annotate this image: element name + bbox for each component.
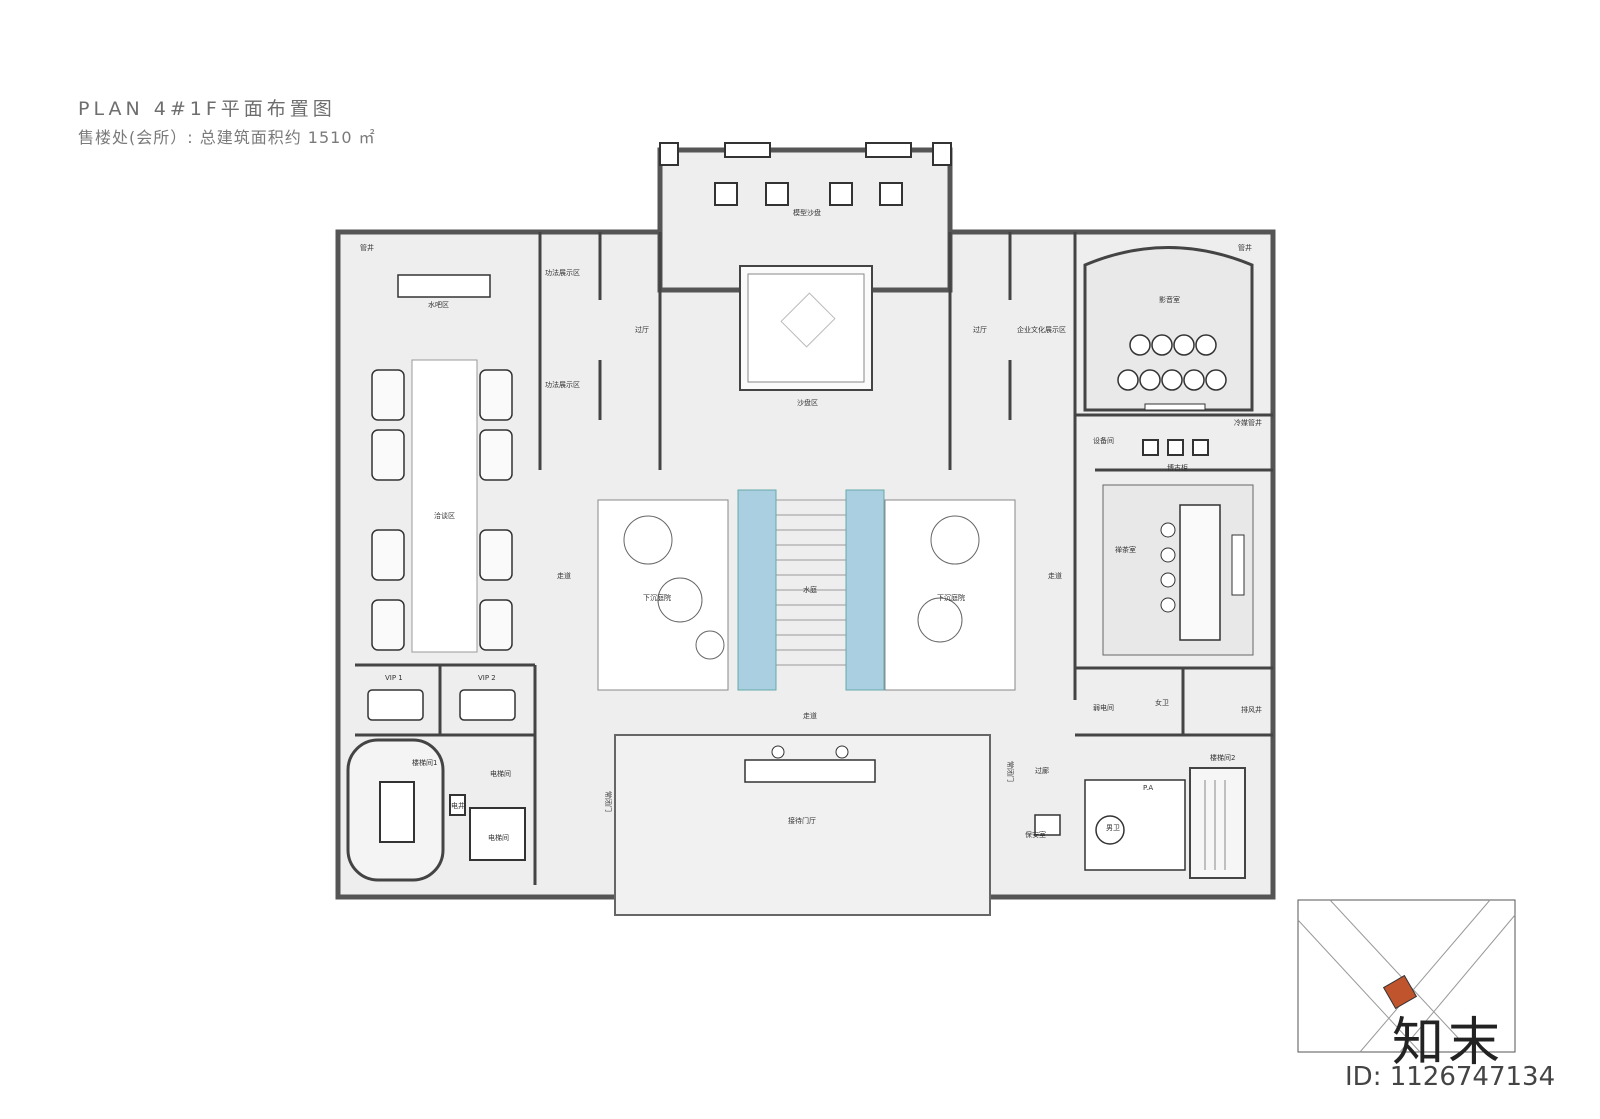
label-corridor-e: 走道 <box>1048 571 1062 580</box>
label-door-w: 常闭门 <box>604 791 613 812</box>
sand-table <box>739 265 873 391</box>
label-pipe-nw: 管井 <box>360 243 374 252</box>
label-hall-west: 过厅 <box>635 325 649 334</box>
courtyards <box>597 489 1016 691</box>
id-label: ID: 1126747134 <box>1345 1062 1556 1092</box>
label-corridor-s: 走道 <box>803 711 817 720</box>
brand-logo: 知末 <box>1392 1013 1505 1073</box>
stairs <box>346 738 1246 882</box>
room-labels: 水吧区 功法展示区 功法展示区 过厅 过厅 模型沙盘 沙盘区 企业文化展示区 影… <box>360 208 1262 842</box>
label-tea: 禅茶室 <box>1115 545 1136 554</box>
label-stair1: 楼梯间1 <box>412 758 437 767</box>
label-female-wc: 女卫 <box>1155 698 1169 707</box>
label-vip2: VIP 2 <box>478 674 496 682</box>
label-vip1: VIP 1 <box>385 674 403 682</box>
label-security: 保安室 <box>1025 830 1046 839</box>
label-curio: 博古柜 <box>1167 463 1188 472</box>
label-elevator: 电梯间 <box>488 833 509 842</box>
label-display-north: 功法展示区 <box>545 268 580 277</box>
label-male-wc: 男卫 <box>1106 824 1120 832</box>
label-exhaust: 排风井 <box>1241 705 1262 714</box>
label-weak-elec: 弱电间 <box>1093 703 1114 712</box>
label-elec-shaft: 电井 <box>451 801 465 810</box>
label-elevator-hall: 电梯间 <box>490 769 511 778</box>
label-corridor-w: 走道 <box>557 571 571 580</box>
label-water-bar: 水吧区 <box>428 300 449 309</box>
top-windows <box>659 142 952 206</box>
cinema-room <box>1083 246 1254 412</box>
label-stair2: 楼梯间2 <box>1210 753 1235 762</box>
label-negotiation: 洽谈区 <box>434 511 455 520</box>
label-door-e: 常闭门 <box>1006 761 1015 782</box>
label-reception: 接待门厅 <box>788 816 816 825</box>
label-pa: P.A <box>1143 784 1153 792</box>
tea-room <box>1102 439 1254 656</box>
plan-subtitle: 售楼处(会所）: 总建筑面积约 1510 ㎡ <box>78 128 376 147</box>
label-display-south: 功法展示区 <box>545 380 580 389</box>
elevators <box>449 794 526 861</box>
plan-title: PLAN 4#1F平面布置图 <box>78 98 336 120</box>
label-equipment: 设备间 <box>1093 436 1114 445</box>
wash-rooms <box>1034 779 1186 871</box>
label-model-top: 模型沙盘 <box>793 208 821 217</box>
key-map <box>1297 899 1516 1053</box>
negotiation-area <box>371 274 513 653</box>
label-sunken-w: 下沉庭院 <box>643 593 671 602</box>
label-sand-table: 沙盘区 <box>797 398 818 407</box>
label-culture: 企业文化展示区 <box>1017 325 1066 334</box>
label-passage: 过廊 <box>1035 766 1049 775</box>
label-sunken-e: 下沉庭院 <box>937 593 965 602</box>
label-cooling-shaft: 冷媒管井 <box>1234 418 1262 427</box>
vip-rooms <box>367 689 516 721</box>
label-hall-east: 过厅 <box>973 325 987 334</box>
label-water-court: 水庭 <box>803 585 817 594</box>
reception-desk <box>744 745 876 783</box>
label-pipe-ne: 管井 <box>1238 243 1252 252</box>
label-cinema: 影音室 <box>1159 295 1180 304</box>
interior-walls <box>355 232 1273 885</box>
